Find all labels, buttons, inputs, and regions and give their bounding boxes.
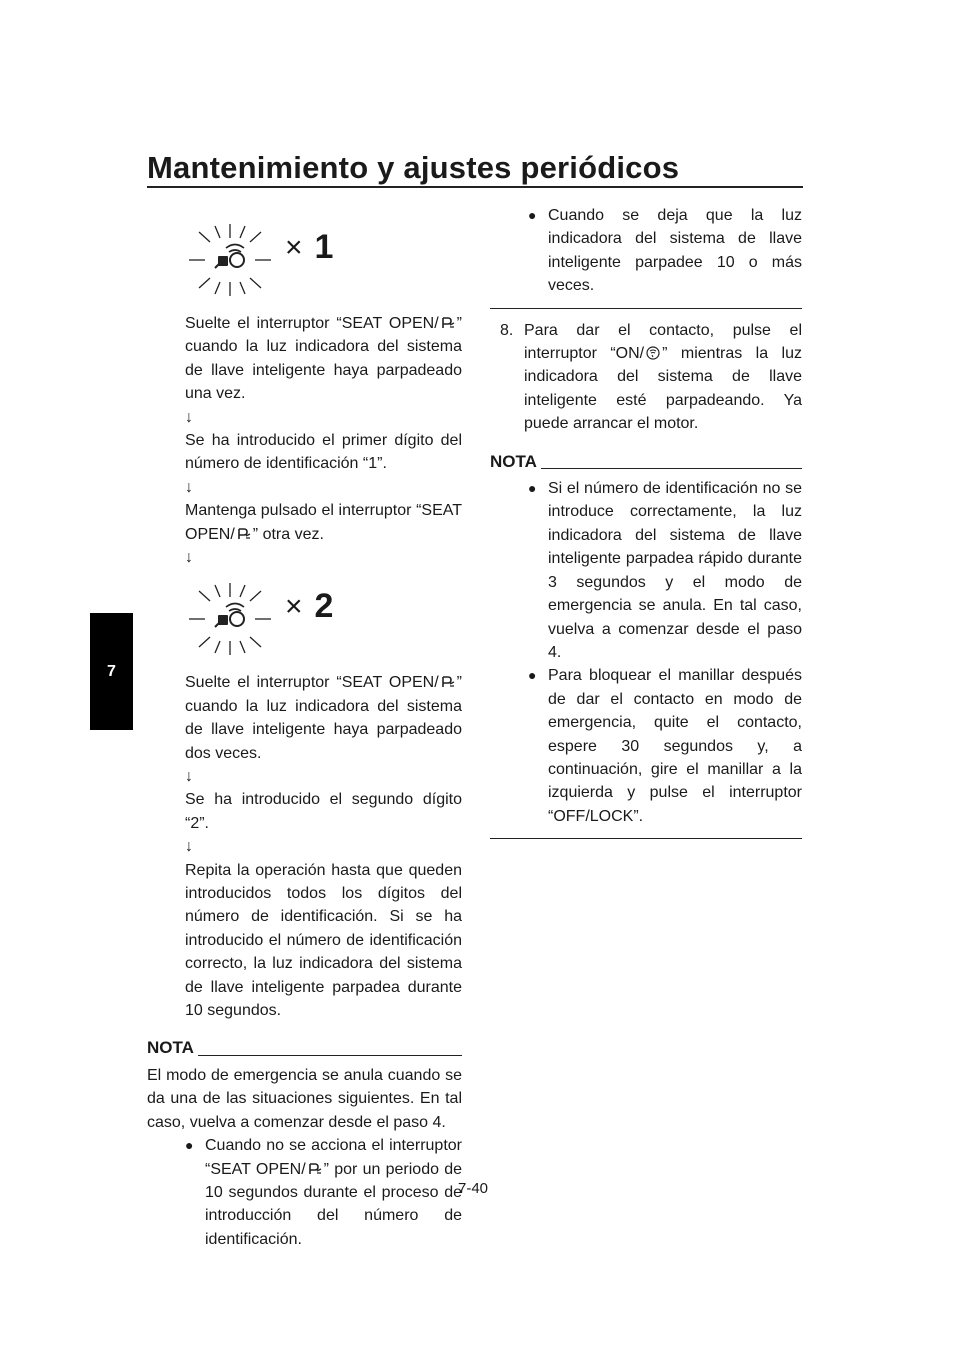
nota-rule [540, 468, 802, 470]
step-item: 8. Para dar el contacto, pulse el interr… [490, 319, 802, 436]
instruction-paragraph: Se ha introducido el segundo dígito “2”. [185, 791, 462, 832]
instruction-paragraph: Mantenga pulsado el interruptor “SEAT OP… [185, 499, 462, 546]
right-column: ● Cuando se deja que la luz indicadora d… [490, 204, 802, 849]
section-rule [490, 838, 802, 840]
bullet-text: Si el número de identificación no se int… [548, 480, 802, 661]
bullet-icon: ● [528, 667, 537, 684]
blink-figure-1: × 1 [147, 220, 462, 306]
smart-key-indicator-blinking-icon [189, 224, 271, 296]
seat-open-icon [441, 676, 454, 688]
nota-label: NOTA [147, 1038, 194, 1058]
down-arrow-icon: ↓ [185, 838, 193, 856]
text-segment: ” mientras la luz indicadora del sistema… [524, 345, 802, 433]
smart-key-on-icon [646, 346, 660, 360]
instruction-paragraph: Repita la operación hasta que queden int… [185, 861, 462, 1020]
blink-count-2: × 2 [285, 587, 334, 626]
blink-count-1: × 1 [285, 228, 334, 266]
list-item: ● Cuando no se acciona el interruptor “S… [185, 1134, 462, 1251]
left-column: × 1 Suelte el interruptor “SEAT OPEN/” c… [147, 220, 462, 1251]
text-segment: Cuando no se acciona el interruptor “SEA… [205, 1137, 462, 1178]
down-arrow-icon: ↓ [185, 768, 193, 786]
multiply-icon: × [285, 231, 303, 264]
section-rule [490, 307, 802, 309]
list-item: ● Si el número de identificación no se i… [528, 477, 802, 664]
seat-open-icon [237, 527, 251, 539]
list-item: ● Para bloquear el manillar después de d… [528, 664, 802, 828]
nota-heading: NOTA [490, 450, 802, 473]
seat-open-icon [441, 317, 454, 328]
text-segment: Suelte el interruptor “SEAT OPEN/ [185, 315, 439, 332]
title-rule [147, 186, 803, 188]
blink-count-value: 2 [314, 587, 334, 626]
nota-heading: NOTA [147, 1036, 462, 1059]
down-arrow-icon: ↓ [185, 478, 193, 496]
smart-key-indicator-blinking-icon [189, 583, 271, 656]
list-item: ● Cuando se deja que la luz indicadora d… [528, 204, 802, 298]
seat-open-icon [308, 1162, 321, 1174]
instruction-paragraph: Suelte el interruptor “SEAT OPEN/” cuand… [185, 671, 462, 765]
down-arrow-icon: ↓ [185, 408, 193, 426]
bullet-text: Cuando no se acciona el interruptor “SEA… [205, 1134, 462, 1251]
instruction-paragraph: Se ha introducido el primer dígito del n… [185, 432, 462, 473]
nota-label: NOTA [490, 451, 537, 471]
page-number: 7-40 [458, 1180, 489, 1197]
text-segment: ” otra vez. [252, 525, 324, 543]
step-number: 8. [500, 321, 514, 339]
page-title: Mantenimiento y ajustes periódicos [147, 150, 680, 185]
bullet-text: Para bloquear el manillar después de dar… [548, 667, 802, 825]
blink-count-value: 1 [314, 228, 334, 266]
instruction-paragraph: Suelte el interruptor “SEAT OPEN/” cuand… [185, 312, 462, 406]
bullet-icon: ● [528, 207, 537, 223]
text-segment: ” cuando la luz indicadora del sistema d… [185, 315, 462, 403]
step-text: Para dar el contacto, pulse el interrupt… [524, 319, 802, 436]
nota-text: El modo de emergencia se anula cuando se… [147, 1066, 462, 1131]
bullet-icon: ● [528, 480, 537, 497]
blink-figure-2: × 2 [147, 579, 462, 665]
text-segment: Para dar el contacto, pulse el interrupt… [524, 321, 802, 363]
chapter-tab: 7 [90, 613, 133, 730]
nota-rule [197, 1054, 462, 1056]
text-segment: ” cuando la luz indicadora del sistema d… [185, 674, 462, 762]
bullet-icon: ● [185, 1137, 194, 1154]
text-segment: Suelte el interruptor “SEAT OPEN/ [185, 674, 439, 692]
bullet-text: Cuando se deja que la luz indicadora del… [548, 207, 802, 295]
text-segment: Mantenga pulsado el interruptor “SEAT OP… [185, 502, 462, 543]
text-segment: ” por un periodo de 10 segundos durante … [205, 1160, 463, 1248]
multiply-icon: × [285, 590, 303, 624]
down-arrow-icon: ↓ [185, 549, 193, 567]
